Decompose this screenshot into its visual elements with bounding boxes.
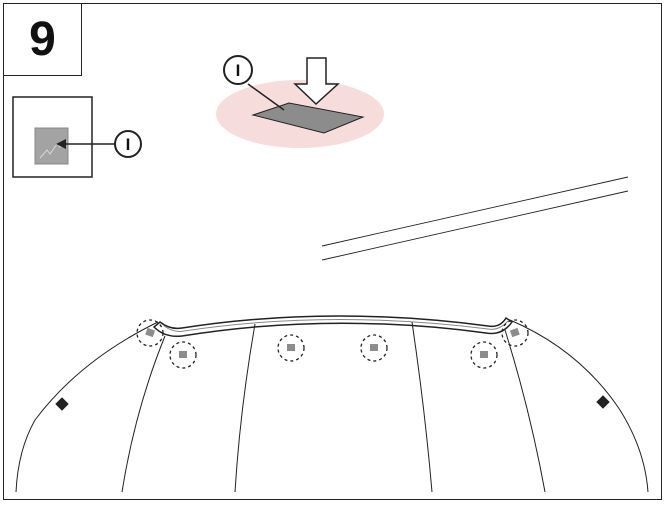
inset-arrowhead-icon [56, 139, 66, 149]
pad-location-4 [470, 341, 498, 369]
body-outline-left [15, 321, 159, 493]
press-down-arrow-icon [293, 57, 340, 106]
inset-callout-circle [114, 130, 142, 158]
panel-seam-2 [234, 323, 256, 493]
body-outline-right [509, 319, 649, 493]
pad-location-2 [277, 334, 305, 362]
inset-callout-label: I [126, 135, 131, 154]
pad-location-front-right [501, 319, 529, 347]
panel-seam-4 [504, 329, 546, 493]
callout-circle [223, 55, 253, 85]
callout-label: I [236, 61, 241, 80]
callout-leader-line [247, 83, 285, 111]
step-number: 9 [29, 12, 56, 66]
straight-edge-guide [321, 176, 629, 261]
panel-seam-3 [411, 321, 433, 493]
pad-placement-detail: I [216, 55, 384, 148]
roof-assembly [15, 315, 649, 493]
pad-location-front-left [136, 319, 164, 347]
guide-line-upper [321, 176, 629, 247]
material-inset: I [12, 96, 142, 178]
roof-rail [152, 315, 514, 338]
panel-seam-1 [121, 335, 166, 493]
pad-location-3 [360, 334, 388, 362]
side-marker-right [596, 395, 610, 409]
pad-locations [136, 319, 529, 369]
guide-line-lower [321, 190, 629, 261]
step-number-box: 9 [3, 3, 82, 76]
side-marker-left [55, 397, 69, 411]
roof-rail-inner-line [163, 319, 509, 332]
adhesive-pad [251, 102, 365, 134]
pad-location-1 [169, 341, 197, 369]
